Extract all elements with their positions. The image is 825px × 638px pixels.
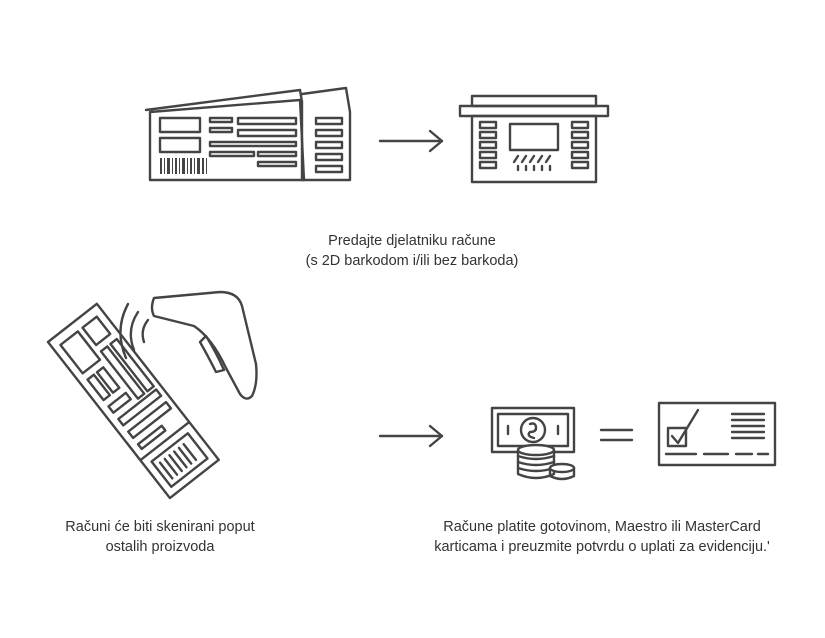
step1-caption: Predajte djelatniku račune (s 2D barkodo… — [222, 231, 602, 271]
step3-caption: Račune platite gotovinom, Maestro ili Ma… — [388, 517, 816, 557]
step1-caption-line2: (s 2D barkodom i/ili bez barkoda) — [305, 253, 519, 269]
bills-icon — [144, 86, 352, 182]
arrow-right-icon — [378, 129, 444, 153]
arrow-right-icon — [378, 424, 444, 448]
step2-caption: Računi će biti skenirani poput ostalih p… — [0, 517, 320, 557]
step3-caption-line1: Račune platite gotovinom, Maestro ili Ma… — [443, 519, 761, 535]
step1-caption-line1: Predajte djelatniku račune — [328, 233, 496, 249]
step3-caption-line2: karticama i preuzmite potvrdu o uplati z… — [434, 539, 770, 555]
cash-and-coins-icon — [490, 406, 576, 481]
barcode-scanner-icon — [119, 290, 258, 400]
step2-caption-line2: ostalih proizvoda — [105, 539, 215, 555]
payment-receipt-icon — [657, 401, 777, 467]
step2-caption-line1: Računi će biti skenirani poput — [65, 519, 255, 535]
shop-counter-icon — [458, 94, 610, 184]
scanned-bill-icon — [46, 302, 220, 500]
equals-icon — [599, 428, 634, 442]
